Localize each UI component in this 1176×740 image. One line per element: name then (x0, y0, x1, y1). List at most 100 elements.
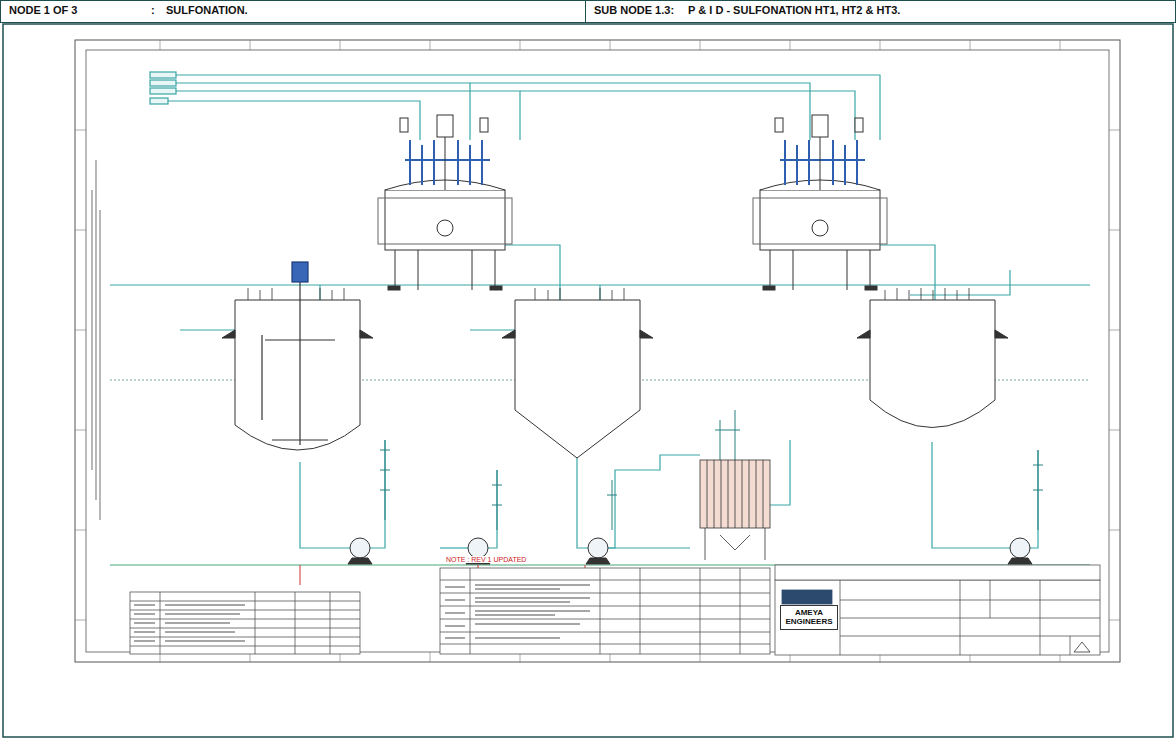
heat-exchanger (714, 460, 715, 528)
tank-agitator (265, 339, 335, 340)
reactor-nozzles (844, 145, 846, 185)
reactor-vessel (793, 250, 794, 290)
vessel-nozzles (320, 288, 321, 300)
grid-ticks (75, 40, 1120, 662)
storage-vessel (222, 300, 1008, 458)
grid-ticks (1109, 620, 1120, 621)
title-block (840, 600, 1100, 601)
equipment-table (440, 619, 770, 620)
equipment-table (130, 610, 360, 611)
table-text-marks (165, 631, 235, 633)
title-block (840, 580, 841, 655)
instrument-stub (492, 505, 502, 506)
reactor-nozzles (796, 145, 798, 185)
equipment-table (130, 601, 360, 602)
storage-vessel (870, 300, 995, 428)
grid-ticks (75, 430, 86, 431)
agitator-motor (400, 115, 863, 190)
storage-vessel (640, 330, 653, 338)
margin-note (95, 160, 96, 500)
vessel-nozzles (248, 288, 249, 300)
reactor-nozzles (457, 140, 459, 185)
grid-ticks (1109, 530, 1120, 531)
vessel-nozzles (957, 290, 958, 300)
process-line (770, 440, 790, 505)
table-text-marks (445, 625, 465, 627)
vessel-nozzles (921, 288, 922, 300)
process-line (150, 88, 176, 94)
node-text: : (151, 4, 155, 16)
table-text-marks (165, 640, 245, 642)
heat-exchanger (700, 460, 770, 528)
storage-vessel (360, 330, 373, 338)
reactor-nozzles (832, 140, 834, 185)
reactor-vessel (378, 180, 887, 290)
heat-exchanger (735, 460, 736, 528)
vessel-nozzles (248, 288, 969, 300)
equipment-table (440, 568, 770, 654)
table-text-marks (475, 623, 580, 625)
grid-ticks (610, 40, 611, 50)
reactor-vessel (870, 250, 871, 290)
reactor-nozzles (405, 159, 490, 161)
instrument-stub (1033, 465, 1043, 466)
vessel-nozzles (344, 288, 345, 300)
agitator-motor (400, 118, 408, 132)
grid-ticks (970, 40, 971, 50)
grid-ticks (520, 40, 521, 50)
equipment-table (330, 592, 331, 654)
revision-note: NOTE : REV 1 UPDATED (445, 556, 527, 563)
reactor-nozzles (433, 140, 435, 185)
storage-vessel (502, 330, 515, 338)
heat-exchanger (705, 528, 706, 560)
vessel-nozzles (624, 288, 625, 300)
reactor-nozzles (409, 140, 411, 185)
heat-exchanger (756, 460, 757, 528)
process-line (608, 455, 700, 548)
process-line (319, 285, 320, 300)
equipment-table (440, 606, 770, 607)
tank-agitator (261, 335, 262, 420)
margin-note (99, 210, 100, 520)
title-block (1074, 642, 1090, 652)
equipment-table (740, 568, 741, 654)
node-text: NODE 1 OF 3 (9, 4, 77, 16)
process-line (176, 75, 880, 140)
heat-exchanger (721, 460, 722, 528)
company-logo-box: AMEYA ENGINEERS (780, 605, 838, 630)
agitator-motor (480, 118, 488, 132)
grid-ticks (75, 330, 86, 331)
grid-ticks (700, 40, 701, 50)
table-text-marks (134, 640, 155, 642)
header-cell: SUB NODE 1.3:P & I D - SULFONATION HT1, … (585, 0, 1176, 23)
process-line (932, 442, 1010, 548)
table-text-marks (134, 585, 590, 641)
vessel-nozzles (897, 288, 898, 300)
pump-symbol (348, 558, 372, 564)
grid-ticks (75, 530, 86, 531)
equipment-table (130, 592, 360, 654)
drain-valve (300, 565, 301, 585)
equipment-table (440, 644, 770, 645)
storage-vessel (995, 330, 1008, 338)
agitator-motor (445, 137, 446, 190)
process-line (110, 72, 1090, 565)
tank-agitator (292, 262, 308, 282)
process-line (488, 470, 497, 548)
process-line (150, 98, 168, 104)
title-block (775, 580, 1100, 655)
grid-ticks (880, 40, 881, 50)
instrument-stub (607, 495, 617, 496)
equipment-table (600, 568, 601, 654)
grid-ticks (1109, 230, 1120, 231)
instrument-stub (492, 485, 502, 486)
reactor-vessel (770, 250, 771, 290)
instrument-stub (380, 450, 390, 451)
heat-exchanger (728, 460, 729, 528)
grid-ticks (1060, 40, 1061, 50)
instrument-stub (720, 420, 721, 460)
reactor-vessel (388, 286, 400, 290)
table-text-marks (445, 637, 465, 639)
storage-vessel (857, 330, 870, 338)
pump-symbol (588, 538, 608, 558)
